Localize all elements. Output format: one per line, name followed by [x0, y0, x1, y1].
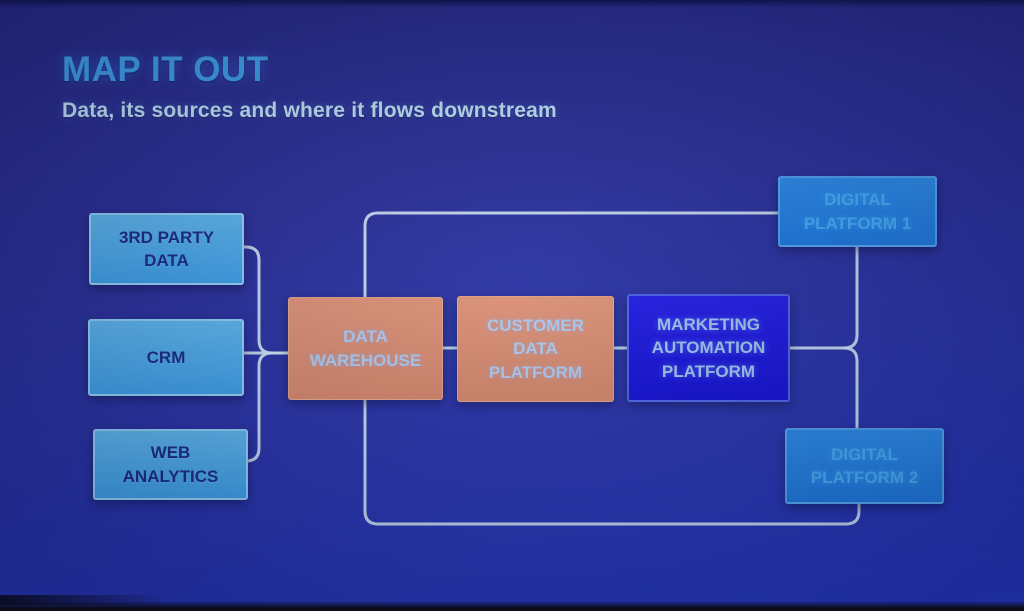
edge-third-party-data-to-data-warehouse: [238, 245, 290, 355]
node-digital-platform-2: DIGITAL PLATFORM 2: [785, 428, 944, 504]
node-digital-platform-1-label: DIGITAL PLATFORM 1: [803, 190, 912, 233]
node-web-analytics-label: WEB ANALYTICS: [122, 443, 219, 486]
slide-header: MAP IT OUT Data, its sources and where i…: [62, 50, 557, 123]
node-digital-platform-1: DIGITAL PLATFORM 1: [778, 176, 937, 247]
edge-data-warehouse-to-digital-platform-2-loop: [363, 396, 861, 526]
page-subtitle: Data, its sources and where it flows dow…: [62, 99, 557, 122]
photo-edge-top: [0, 0, 1024, 8]
edge-marketing-automation-to-digital-platform-1: [784, 241, 859, 350]
node-web-analytics: WEB ANALYTICS: [93, 429, 248, 500]
node-marketing-automation-platform-label: MARKETING AUTOMATION PLATFORM: [651, 314, 766, 381]
node-marketing-automation-platform: MARKETING AUTOMATION PLATFORM: [627, 294, 790, 402]
node-data-warehouse: DATA WAREHOUSE: [288, 297, 443, 400]
edge-web-analytics-to-data-warehouse: [242, 351, 274, 463]
node-crm: CRM: [88, 319, 244, 396]
node-third-party-data: 3RD PARTY DATA: [89, 213, 244, 285]
node-customer-data-platform: CUSTOMER DATA PLATFORM: [457, 296, 614, 402]
photo-edge-bottom: [0, 602, 1024, 611]
node-digital-platform-2-label: DIGITAL PLATFORM 2: [810, 444, 919, 487]
node-customer-data-platform-label: CUSTOMER DATA PLATFORM: [487, 315, 584, 382]
edge-data-warehouse-to-digital-platform-1-loop: [363, 211, 780, 299]
node-data-warehouse-label: DATA WAREHOUSE: [309, 327, 422, 370]
edge-marketing-automation-to-digital-platform-2: [842, 346, 859, 430]
photo-edge-corner: [0, 595, 170, 605]
page-title: MAP IT OUT: [62, 50, 269, 89]
node-crm-label: CRM: [146, 347, 186, 367]
node-third-party-data-label: 3RD PARTY DATA: [118, 227, 215, 270]
